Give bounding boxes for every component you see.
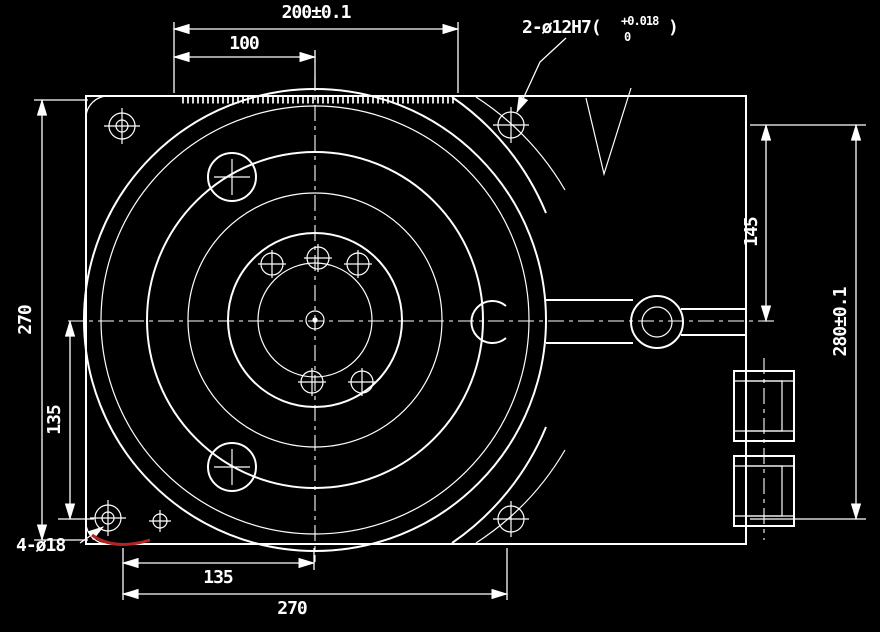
dim-top-half: 100: [229, 33, 259, 54]
flange-blocks: [733, 370, 795, 527]
bolt-holes: [207, 152, 376, 492]
dim-bottom-half: 135: [203, 567, 233, 588]
dim-right-total: 280±0.1: [830, 287, 851, 356]
dowel-pin-holes: [493, 107, 529, 537]
callout-corner-holes: 4-ø18: [16, 535, 65, 556]
callout-pin-suffix: ): [668, 17, 678, 38]
dim-bottom-total: 270: [277, 598, 307, 619]
callout-pin-tol-upper: +0.018: [621, 14, 659, 28]
corner-mount-holes: [90, 108, 171, 536]
callout-pin-prefix: 2-ø12H7(: [522, 17, 601, 38]
callout-pin-tol-lower: 0: [624, 30, 631, 44]
dim-left-half: 135: [44, 405, 65, 435]
dim-left-height: 270: [15, 305, 36, 335]
concentric-circles: [83, 88, 547, 552]
red-check-mark: [91, 533, 151, 546]
dim-top-total: 200±0.1: [282, 2, 351, 23]
dim-right-half: 145: [741, 217, 762, 247]
side-shaft: [470, 295, 746, 349]
part-outline: [85, 87, 747, 545]
dimensions: 200±0.1 100 2-ø12H7( +0.018 0 ) 270 135 …: [15, 2, 866, 619]
